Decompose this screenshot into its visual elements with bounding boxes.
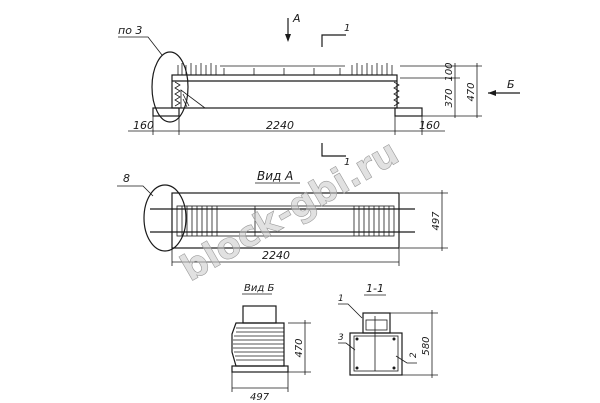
view-a-arrow-label: А xyxy=(292,12,301,25)
view-b-right-dimension xyxy=(288,320,311,375)
dim-370-label: 370 xyxy=(444,88,455,107)
plan-view: Вид А 8 497 xyxy=(117,169,448,266)
view-b-body xyxy=(231,322,285,367)
pos3-callout-ellipse xyxy=(151,51,189,123)
view-a-arrowhead xyxy=(285,34,291,42)
view-b-arrowhead xyxy=(488,90,496,96)
elevation-right-dimensions xyxy=(400,63,482,118)
dim-497-view-b-label: 497 xyxy=(250,392,270,403)
section-right-dimension xyxy=(390,310,438,378)
section-rebar-frame xyxy=(353,335,399,372)
section-title: 1-1 xyxy=(366,282,384,295)
rebar-ticks xyxy=(177,63,393,75)
dim-160-left-label: 160 xyxy=(133,119,154,132)
left-support-pad xyxy=(152,107,180,117)
plan-callout-ellipse xyxy=(143,184,187,252)
section-leader-3 xyxy=(338,342,356,351)
right-spring-detail xyxy=(393,81,400,107)
plan-body xyxy=(171,192,400,249)
view-b-bottom-dimension xyxy=(231,372,289,392)
pos3-leader-line xyxy=(118,36,163,56)
plan-grid-right xyxy=(353,206,390,236)
dim-160-right-label: 160 xyxy=(419,119,440,132)
elevation-view: по 3 А 1 1 100 370 470 Б xyxy=(118,12,520,168)
left-spring-detail xyxy=(174,81,181,107)
plan-callout-label: 8 xyxy=(123,172,130,185)
section-rebar-dots xyxy=(355,337,396,370)
view-b-top-block xyxy=(242,305,277,324)
section-mark-bottom-label: 1 xyxy=(344,157,350,168)
dim-100-label: 100 xyxy=(444,62,455,81)
section-leader-2 xyxy=(395,355,417,364)
section-body xyxy=(349,332,403,376)
plan-bottom-dimension xyxy=(171,248,400,266)
section-mark-bottom xyxy=(321,143,346,157)
view-b-title: Вид Б xyxy=(244,283,274,294)
view-b-hatching xyxy=(233,327,284,361)
left-hatched-wedge xyxy=(180,89,207,109)
watermark: block-gbi.ru xyxy=(174,132,406,290)
section-callout-3: 3 xyxy=(338,333,344,343)
section-inner-block xyxy=(365,319,388,331)
section-leader-1 xyxy=(338,303,363,319)
view-b: Вид Б 470 497 xyxy=(231,283,311,403)
plan-grid-left xyxy=(181,206,218,236)
dim-470-view-b-label: 470 xyxy=(294,338,305,357)
pos3-callout-label: по 3 xyxy=(118,24,142,37)
elevation-bottom-dimensions xyxy=(128,116,445,135)
section-mark-top-label: 1 xyxy=(344,23,350,34)
plan-inner-frame xyxy=(176,205,395,237)
section-callout-1: 1 xyxy=(338,294,344,304)
section-mark-top xyxy=(321,34,346,47)
plan-callout-leader xyxy=(117,185,154,197)
section-1-1: 1-1 1 3 2 580 xyxy=(338,282,438,378)
dim-470-label: 470 xyxy=(466,82,477,101)
right-support-pad xyxy=(394,107,423,117)
dim-2240-elevation-label: 2240 xyxy=(266,119,294,132)
plan-title: Вид А xyxy=(257,169,293,183)
dim-580-section-label: 580 xyxy=(421,336,432,355)
dim-497-plan-label: 497 xyxy=(431,211,442,231)
section-callout-2: 2 xyxy=(409,352,419,358)
plan-right-dimension xyxy=(400,190,448,251)
dim-2240-plan-label: 2240 xyxy=(262,249,290,262)
view-b-base xyxy=(231,365,289,373)
elevation-body xyxy=(171,74,398,109)
view-b-arrow-label: Б xyxy=(507,78,515,91)
